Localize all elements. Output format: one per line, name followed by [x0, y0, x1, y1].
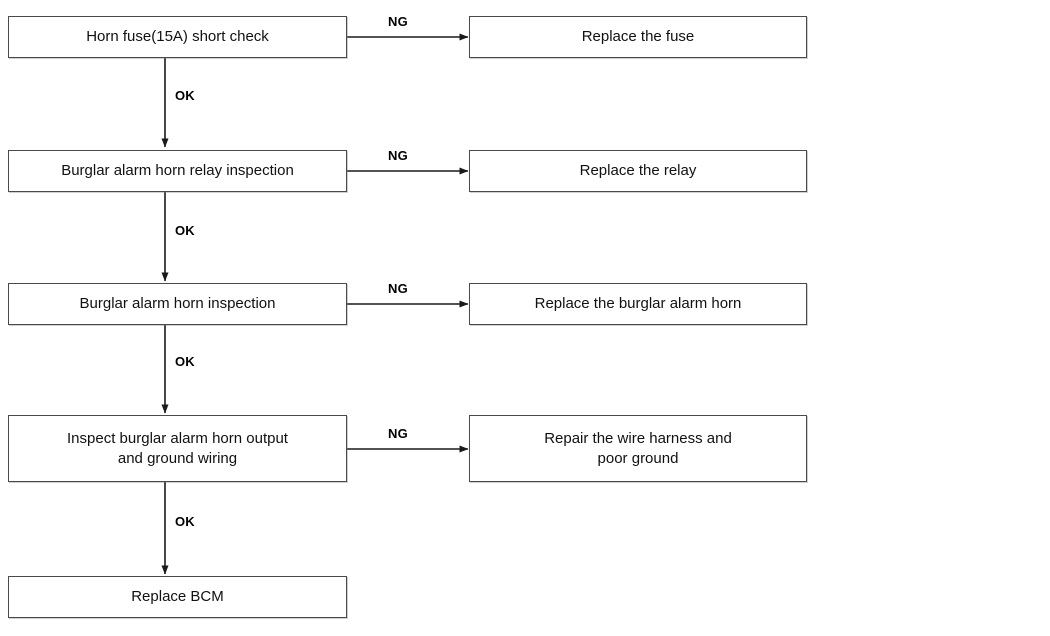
node-label: Burglar alarm horn relay inspection: [61, 162, 294, 179]
node-burglar-alarm-horn-relay-inspection[interactable]: Burglar alarm horn relay inspection: [8, 150, 347, 192]
edge-label-ng-2: NG: [388, 148, 408, 163]
node-label: Horn fuse(15A) short check: [86, 28, 269, 45]
node-burglar-alarm-horn-inspection[interactable]: Burglar alarm horn inspection: [8, 283, 347, 325]
node-replace-the-relay[interactable]: Replace the relay: [469, 150, 807, 192]
node-replace-the-fuse[interactable]: Replace the fuse: [469, 16, 807, 58]
node-label: Repair the wire harness and poor ground: [544, 429, 732, 467]
edge-label-ok-4: OK: [175, 514, 195, 529]
node-label: Replace BCM: [131, 588, 224, 605]
node-inspect-horn-output-and-ground-wiring[interactable]: Inspect burglar alarm horn output and gr…: [8, 415, 347, 482]
edge-label-ng-4: NG: [388, 426, 408, 441]
edge-label-ng-3: NG: [388, 281, 408, 296]
edge-label-ok-2: OK: [175, 223, 195, 238]
node-horn-fuse-short-check[interactable]: Horn fuse(15A) short check: [8, 16, 347, 58]
edge-label-ng-1: NG: [388, 14, 408, 29]
node-label: Replace the fuse: [581, 28, 695, 45]
node-replace-bcm[interactable]: Replace BCM: [8, 576, 347, 618]
node-label: Burglar alarm horn inspection: [79, 295, 276, 312]
node-label: Inspect burglar alarm horn output and gr…: [67, 429, 288, 467]
edge-label-ok-3: OK: [175, 354, 195, 369]
edge-label-ok-1: OK: [175, 88, 195, 103]
node-replace-the-burglar-alarm-horn[interactable]: Replace the burglar alarm horn: [469, 283, 807, 325]
node-label: Replace the burglar alarm horn: [534, 295, 742, 312]
node-repair-wire-harness-and-poor-ground[interactable]: Repair the wire harness and poor ground: [469, 415, 807, 482]
node-label: Replace the relay: [579, 162, 697, 179]
